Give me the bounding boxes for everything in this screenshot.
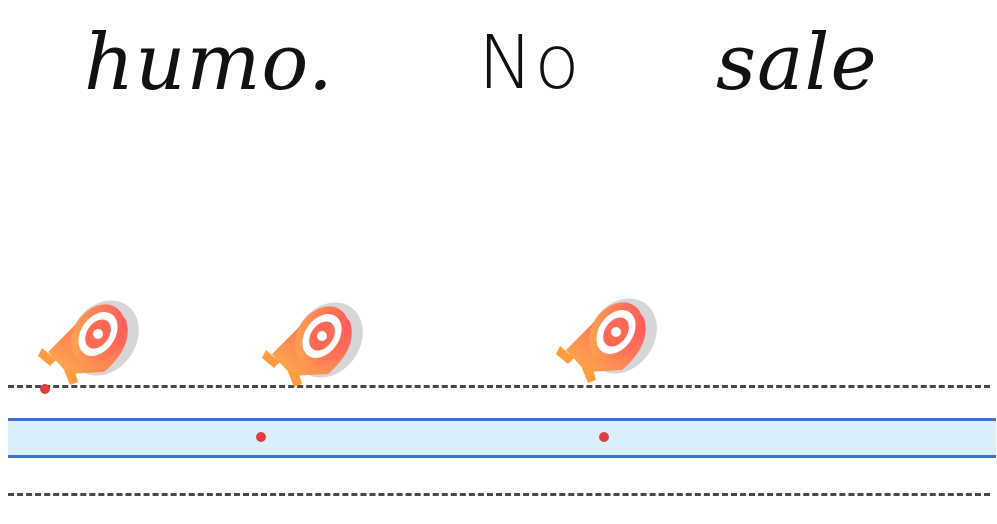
red-dot-icon (256, 432, 266, 442)
top-dashed-guideline (8, 385, 990, 388)
megaphone-icon (262, 302, 363, 387)
red-dot-icon (599, 432, 609, 442)
word-sale: sale (716, 18, 878, 108)
writing-band (8, 418, 996, 458)
play-audio-button-no[interactable] (258, 292, 368, 392)
play-audio-button-humo[interactable] (34, 290, 144, 390)
play-audio-button-sale[interactable] (552, 288, 662, 388)
word-humo: humo. (84, 18, 334, 108)
red-dot-icon (40, 384, 50, 394)
megaphone-icon (38, 300, 139, 385)
bottom-dashed-guideline (8, 493, 990, 496)
megaphone-icon (556, 298, 657, 383)
word-no: No (478, 20, 581, 106)
